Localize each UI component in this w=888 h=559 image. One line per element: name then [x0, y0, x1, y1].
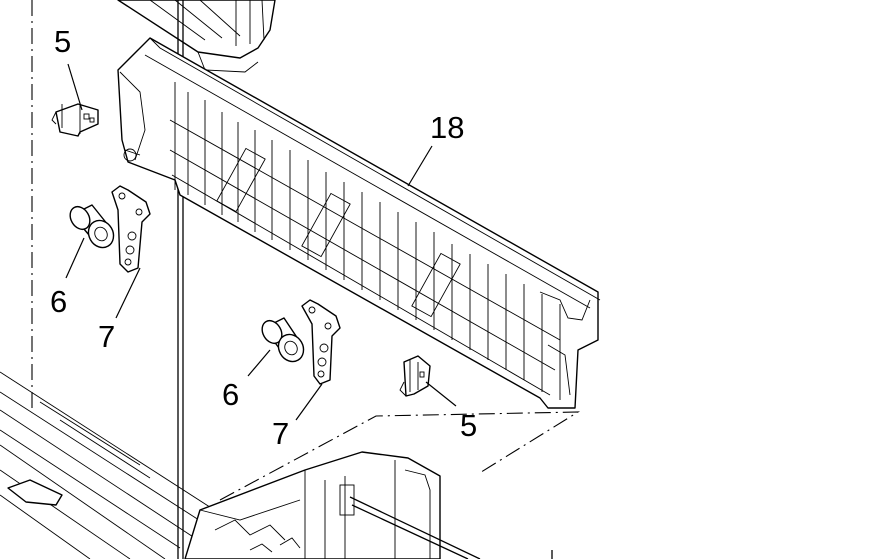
callout-7-left: 7 — [98, 319, 115, 354]
part-5-clip-right — [399, 355, 431, 397]
callout-6-left: 6 — [50, 284, 67, 319]
upper-assembly-fragment — [117, 0, 276, 73]
part-7-bracket-mid — [301, 299, 341, 385]
part-5-clip-upper — [51, 103, 99, 137]
assembly-phantom-line — [219, 411, 580, 501]
part-6-roller-mid — [261, 317, 305, 363]
part-6-roller-left — [69, 204, 115, 249]
leader-lines — [65, 63, 457, 421]
part-18-ribs — [174, 82, 561, 400]
callout-5-right: 5 — [460, 408, 477, 443]
callout-labels: 5 18 6 7 6 7 5 — [50, 24, 477, 451]
callout-18: 18 — [430, 110, 464, 145]
callout-7-mid: 7 — [272, 416, 289, 451]
callout-5-upper: 5 — [54, 24, 71, 59]
lower-tray — [184, 451, 553, 559]
part-7-bracket-left — [111, 185, 151, 273]
lower-rail — [0, 371, 231, 559]
part-18-guide — [117, 37, 601, 409]
callout-6-mid: 6 — [222, 377, 239, 412]
